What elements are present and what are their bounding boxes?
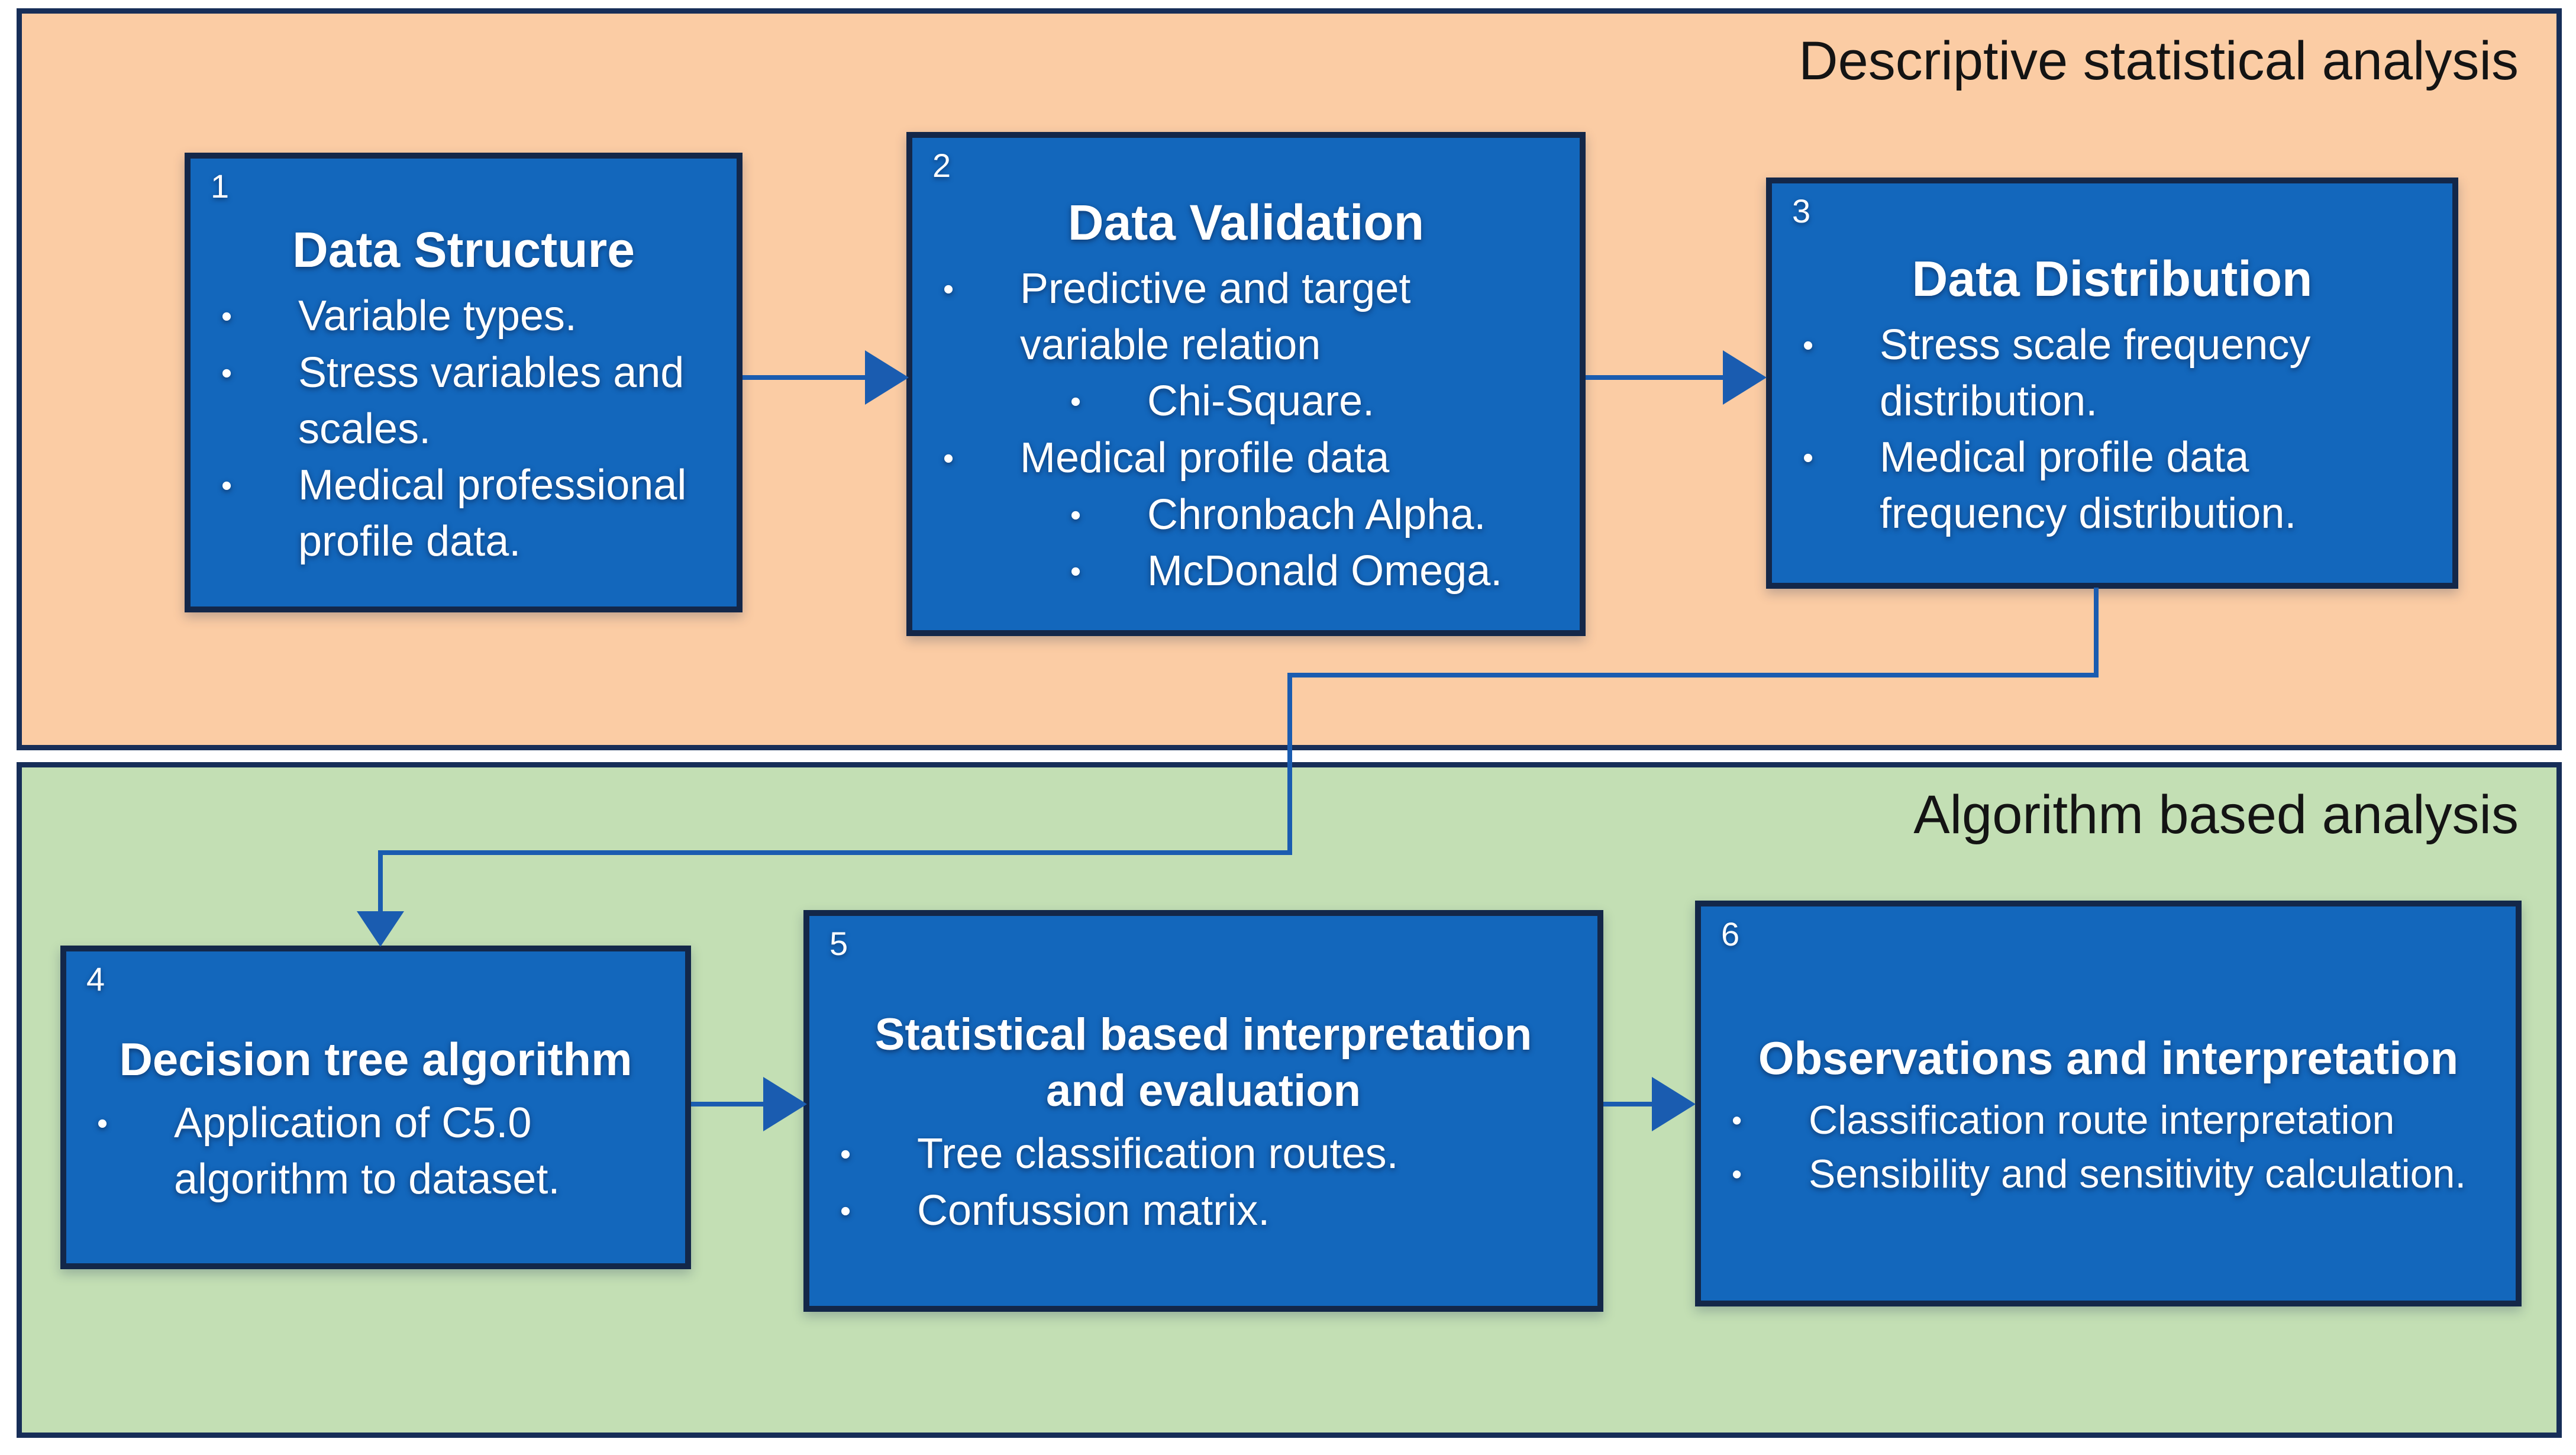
bullet-item: • Classification route interpretation xyxy=(1723,1094,2493,1148)
bullet-item: • Stress scale frequency distribution. xyxy=(1794,317,2430,430)
arrow-2-3-head-icon xyxy=(1723,350,1767,405)
node-number: 4 xyxy=(86,960,105,998)
connector-3-4-segment-down-2 xyxy=(1287,673,1292,855)
bullet-text: McDonald Omega. xyxy=(1147,547,1503,595)
bullet-item: • Medical profile data frequency distrib… xyxy=(1794,430,2430,542)
arrow-1-2-head-icon xyxy=(865,350,909,405)
bullet-item: • Sensibility and sensitivity calculatio… xyxy=(1723,1148,2493,1202)
connector-3-4-segment-down-1 xyxy=(2094,588,2099,678)
bullet-dot: • xyxy=(840,1136,851,1171)
bullet-item: • Stress variables and scales. xyxy=(213,345,714,457)
bullet-item: • Medical profile data xyxy=(935,430,1557,487)
node-number: 3 xyxy=(1792,192,1811,230)
bullet-item-sub: • McDonald Omega. xyxy=(1062,543,1557,600)
node-number: 1 xyxy=(211,167,230,205)
bullet-item-sub: • Chronbach Alpha. xyxy=(1062,487,1557,544)
bullet-text: Stress variables and scales. xyxy=(298,349,685,453)
bullet-dot: • xyxy=(97,1106,108,1141)
node-title: Observations and interpretation xyxy=(1758,1031,2459,1084)
bullet-dot: • xyxy=(1803,327,1814,362)
bullet-dot: • xyxy=(1070,383,1082,418)
bullet-text: Medical profile data frequency distribut… xyxy=(1880,434,2297,538)
bullet-text: Medical professional profile data. xyxy=(298,461,687,565)
bullet-text: Confussion matrix. xyxy=(917,1186,1270,1234)
node-3-data-distribution: 3 Data Distribution • Stress scale frequ… xyxy=(1766,178,2458,589)
bullet-dot: • xyxy=(221,467,233,502)
bullet-item: • Confussion matrix. xyxy=(832,1183,1575,1240)
bullet-text: Medical profile data xyxy=(1020,434,1390,482)
bullet-item: • Application of C5.0 algorithm to datas… xyxy=(89,1095,663,1208)
node-2-data-validation: 2 Data Validation • Predictive and targe… xyxy=(906,132,1586,636)
node-4-decision-tree-algorithm: 4 Decision tree algorithm • Application … xyxy=(60,946,691,1269)
bullet-dot: • xyxy=(1803,440,1814,475)
bullet-text: Tree classification routes. xyxy=(917,1130,1399,1177)
node-number: 5 xyxy=(829,925,848,962)
bullet-item: • Medical professional profile data. xyxy=(213,457,714,570)
bullet-item: • Variable types. xyxy=(213,288,714,345)
arrow-5-6-line xyxy=(1603,1102,1652,1106)
node-title: Statistical based interpretation and eva… xyxy=(874,1009,1532,1116)
node-content: Data Distribution • Stress scale frequen… xyxy=(1772,183,2452,583)
section-label-algorithm: Algorithm based analysis xyxy=(1913,785,2519,845)
node-6-observations-interpretation: 6 Observations and interpretation • Clas… xyxy=(1695,901,2522,1306)
node-content: Statistical based interpretation and eva… xyxy=(809,916,1597,1306)
bullet-dot: • xyxy=(221,355,233,390)
bullet-text: Application of C5.0 algorithm to dataset… xyxy=(174,1099,560,1204)
bullet-dot: • xyxy=(1732,1105,1742,1137)
bullet-dot: • xyxy=(1070,497,1082,532)
arrow-5-6-head-icon xyxy=(1652,1077,1696,1131)
bullet-item: • Tree classification routes. xyxy=(832,1126,1575,1183)
connector-3-4-segment-left-1 xyxy=(1287,673,2099,678)
arrow-2-3-line xyxy=(1586,375,1723,380)
bullet-text: Variable types. xyxy=(298,292,577,340)
arrow-1-2-line xyxy=(743,375,865,380)
connector-3-4-segment-down-3 xyxy=(378,850,383,915)
bullet-text: Classification route interpretation xyxy=(1809,1098,2395,1143)
section-label-descriptive: Descriptive statistical analysis xyxy=(1799,31,2519,91)
node-5-statistical-interpretation: 5 Statistical based interpretation and e… xyxy=(803,910,1603,1312)
bullet-text: Chronbach Alpha. xyxy=(1147,491,1486,538)
node-content: Data Structure • Variable types. • Stres… xyxy=(191,159,737,606)
bullet-text: Predictive and target variable relation xyxy=(1020,264,1411,369)
bullet-dot: • xyxy=(1732,1158,1742,1191)
connector-3-4-segment-left-2 xyxy=(378,850,1292,855)
connector-3-4-head-icon xyxy=(357,911,404,947)
arrow-4-5-head-icon xyxy=(763,1077,807,1131)
bullet-dot: • xyxy=(840,1193,851,1228)
bullet-dot: • xyxy=(221,298,233,333)
node-title: Data Validation xyxy=(1067,194,1425,250)
node-number: 2 xyxy=(932,147,951,184)
node-content: Observations and interpretation • Classi… xyxy=(1701,906,2516,1301)
node-title: Data Structure xyxy=(292,221,635,278)
bullet-text: Chi-Square. xyxy=(1147,377,1375,425)
node-content: Data Validation • Predictive and target … xyxy=(912,138,1580,630)
node-content: Decision tree algorithm • Application of… xyxy=(66,951,685,1263)
node-title: Data Distribution xyxy=(1912,250,2313,307)
node-1-data-structure: 1 Data Structure • Variable types. • Str… xyxy=(185,153,743,612)
arrow-4-5-line xyxy=(691,1102,763,1106)
bullet-text: Sensibility and sensitivity calculation. xyxy=(1809,1151,2467,1196)
bullet-dot: • xyxy=(943,271,954,306)
bullet-item: • Predictive and target variable relatio… xyxy=(935,261,1557,373)
bullet-text: Stress scale frequency distribution. xyxy=(1880,321,2311,425)
bullet-dot: • xyxy=(1070,554,1082,589)
node-number: 6 xyxy=(1721,915,1740,953)
bullet-item-sub: • Chi-Square. xyxy=(1062,373,1557,430)
node-title: Decision tree algorithm xyxy=(119,1033,632,1085)
bullet-dot: • xyxy=(943,440,954,475)
